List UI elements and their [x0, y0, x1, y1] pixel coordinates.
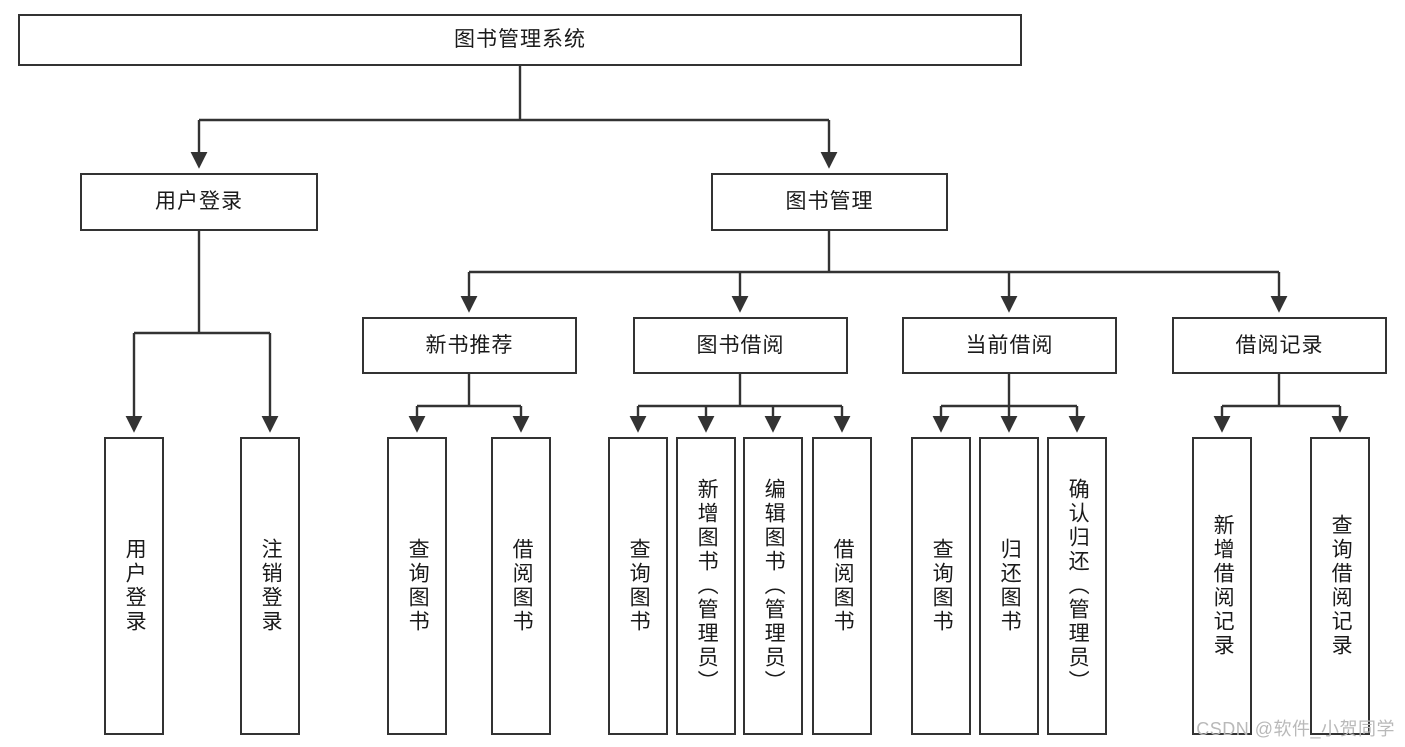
leaf-book-borrow-borrow-books[interactable]: 借阅图书 — [812, 437, 872, 735]
leaf-current-borrow-return-books[interactable]: 归还图书 — [979, 437, 1039, 735]
node-label: 借阅记录 — [1235, 333, 1324, 357]
node-label: 新增图书（管理员） — [695, 478, 719, 694]
node-book-management[interactable]: 图书管理 — [711, 173, 948, 231]
node-label: 借阅图书 — [510, 538, 534, 634]
node-current-borrow[interactable]: 当前借阅 — [902, 317, 1117, 374]
node-label: 用户登录 — [155, 190, 243, 214]
node-new-book-recommend[interactable]: 新书推荐 — [362, 317, 577, 374]
node-label: 查询图书 — [627, 538, 651, 634]
node-label: 确认归还（管理员） — [1066, 478, 1090, 694]
node-label: 查询图书 — [930, 538, 954, 634]
node-label: 图书管理 — [785, 190, 874, 214]
csdn-watermark: CSDN @软件_小贺同学 — [1196, 719, 1395, 739]
node-label: 归还图书 — [998, 538, 1022, 634]
node-book-borrow[interactable]: 图书借阅 — [633, 317, 848, 374]
node-label: 注销登录 — [259, 538, 283, 634]
node-label: 新书推荐 — [425, 333, 514, 357]
leaf-user-login-login[interactable]: 用户登录 — [104, 437, 164, 735]
node-label: 当前借阅 — [965, 333, 1054, 357]
node-label: 查询借阅记录 — [1329, 514, 1353, 658]
leaf-book-borrow-edit-book-admin[interactable]: 编辑图书（管理员） — [743, 437, 803, 735]
node-user-login[interactable]: 用户登录 — [80, 173, 318, 231]
node-borrow-record[interactable]: 借阅记录 — [1172, 317, 1387, 374]
leaf-borrow-record-query-record[interactable]: 查询借阅记录 — [1310, 437, 1370, 735]
leaf-user-login-logout[interactable]: 注销登录 — [240, 437, 300, 735]
node-label: 借阅图书 — [831, 538, 855, 634]
node-label: 新增借阅记录 — [1211, 514, 1235, 658]
leaf-book-borrow-query-books[interactable]: 查询图书 — [608, 437, 668, 735]
node-root-book-management-system[interactable]: 图书管理系统 — [18, 14, 1022, 66]
node-label: 图书借阅 — [696, 333, 785, 357]
node-label: 用户登录 — [123, 538, 147, 634]
leaf-borrow-record-add-record[interactable]: 新增借阅记录 — [1192, 437, 1252, 735]
node-label: 编辑图书（管理员） — [762, 478, 786, 694]
leaf-new-book-borrow-books[interactable]: 借阅图书 — [491, 437, 551, 735]
node-label: 查询图书 — [406, 538, 430, 634]
node-label: 图书管理系统 — [454, 28, 586, 52]
leaf-current-borrow-confirm-return-admin[interactable]: 确认归还（管理员） — [1047, 437, 1107, 735]
leaf-new-book-query-books[interactable]: 查询图书 — [387, 437, 447, 735]
leaf-book-borrow-add-book-admin[interactable]: 新增图书（管理员） — [676, 437, 736, 735]
leaf-current-borrow-query-books[interactable]: 查询图书 — [911, 437, 971, 735]
